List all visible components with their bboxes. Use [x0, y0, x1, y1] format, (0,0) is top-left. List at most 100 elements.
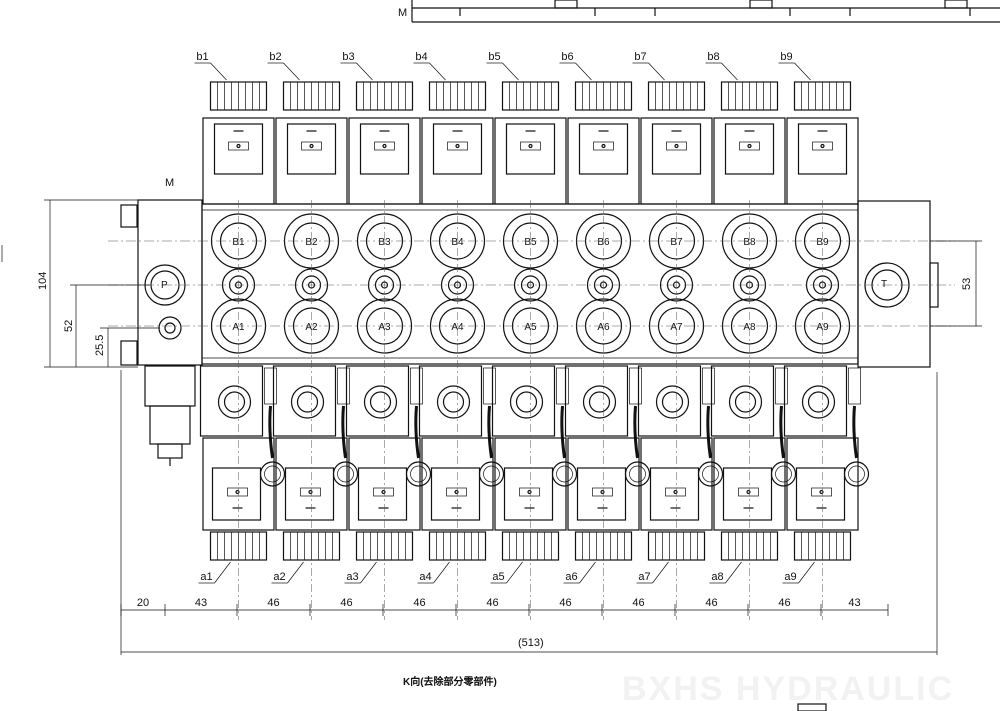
lever-rod-7 — [706, 405, 712, 459]
top-coil-pin — [309, 143, 314, 149]
top-coil-pin — [455, 143, 460, 149]
lever-bracket-8 — [775, 367, 788, 405]
manual-port-outer-6 — [582, 385, 617, 419]
top-m-label: M — [398, 7, 407, 19]
lever-knob-inner-2 — [337, 465, 354, 483]
top-coil-pin — [747, 143, 752, 149]
bottom-port-label-3: A3 — [378, 322, 391, 333]
inlet-plug-bottom — [120, 340, 138, 366]
leader-b-6 — [575, 62, 592, 81]
manual-port-outer-9 — [801, 385, 836, 419]
label-b-1: b1 — [196, 51, 208, 63]
bottom-coil-housing-8 — [713, 437, 786, 531]
dim-chain-value-10: 43 — [848, 597, 860, 609]
leader-b-3 — [356, 62, 373, 81]
leader-a-2 — [287, 561, 304, 584]
bottom-coil-face-1 — [211, 467, 262, 521]
top-coil-pins — [374, 141, 395, 151]
dim-chain-value-1: 43 — [195, 597, 207, 609]
dim-chain-value-3: 46 — [340, 597, 352, 609]
bottom-coil-face-9 — [795, 467, 846, 521]
lever-knob-inner-3 — [410, 465, 427, 483]
top-coil-face-6 — [578, 123, 629, 175]
valve-sections: B1A1b1a1B2A2b2a2B3A3b3a3B4A4b4a4B5A5b5a5… — [108, 51, 955, 620]
label-a-3: a3 — [346, 571, 358, 583]
leader-b-1 — [210, 62, 227, 81]
lever-bracket-6 — [629, 367, 642, 405]
bottom-coil-housing-7 — [640, 437, 713, 531]
lever-bracket-9 — [848, 367, 861, 405]
manual-block-8 — [710, 365, 775, 437]
manual-block-3 — [345, 365, 410, 437]
dim-chain-value-0: 20 — [137, 597, 149, 609]
dim-chain-value-4: 46 — [413, 597, 425, 609]
label-a-8: a8 — [711, 571, 723, 583]
bottom-port-label-8: A8 — [743, 322, 756, 333]
top-port-label-2: B2 — [305, 237, 318, 248]
bottom-coil-face-2 — [284, 467, 335, 521]
schematic-valve-0 — [554, 0, 578, 9]
bottom-coil-pins — [592, 487, 613, 497]
bottom-coil-pin — [527, 489, 532, 495]
leader-b-5 — [502, 62, 519, 81]
manual-port-inner-1 — [223, 391, 246, 413]
leader-a-5 — [506, 561, 523, 584]
m-port-inner — [164, 322, 176, 334]
dim-chain-value-8: 46 — [705, 597, 717, 609]
top-port-label-7: B7 — [670, 237, 683, 248]
bottom-coil-housing-2 — [275, 437, 348, 531]
leader-a-9 — [798, 561, 815, 584]
dim-chain-value-5: 46 — [486, 597, 498, 609]
manual-port-outer-1 — [217, 385, 252, 419]
bottom-coil-face-6 — [576, 467, 627, 521]
dim-chain-value-2: 46 — [267, 597, 279, 609]
dim-chain-value-6: 46 — [559, 597, 571, 609]
lever-knob-inner-1 — [264, 465, 281, 483]
bottom-port-label-7: A7 — [670, 322, 683, 333]
top-coil-pins — [666, 141, 687, 151]
relief-valve-cap — [149, 405, 191, 445]
outlet-block — [857, 200, 931, 368]
leader-a-8 — [725, 561, 742, 584]
label-b-7: b7 — [634, 51, 646, 63]
leader-b-4 — [429, 62, 446, 81]
relief-valve-nut — [157, 443, 183, 459]
bottom-coil-pin — [746, 489, 751, 495]
manual-port-inner-6 — [588, 391, 611, 413]
bottom-coil-face-3 — [357, 467, 408, 521]
top-coil-pins — [739, 141, 760, 151]
top-coil-face-8 — [724, 123, 775, 175]
label-a-9: a9 — [784, 571, 796, 583]
label-a-4: a4 — [419, 571, 431, 583]
dim-chain-value-9: 46 — [778, 597, 790, 609]
lever-rod-1 — [268, 405, 274, 459]
leader-a-6 — [579, 561, 596, 584]
m-port-outer — [158, 316, 182, 340]
bottom-coil-pins — [373, 487, 394, 497]
lever-bracket-1 — [264, 367, 277, 405]
label-a-7: a7 — [638, 571, 650, 583]
top-coil-pin — [820, 143, 825, 149]
leader-b-8 — [721, 62, 738, 81]
dim-p-height: 52 — [63, 320, 75, 332]
lever-bracket-3 — [410, 367, 423, 405]
top-coil-pins — [447, 141, 468, 151]
label-a-2: a2 — [273, 571, 285, 583]
dim-total-width: (513) — [518, 637, 544, 649]
bottom-coil-pin — [235, 489, 240, 495]
top-port-label-3: B3 — [378, 237, 391, 248]
top-coil-pins — [301, 141, 322, 151]
lever-knob-8 — [770, 461, 797, 487]
manual-port-inner-5 — [515, 391, 538, 413]
top-port-label-5: B5 — [524, 237, 537, 248]
lever-rod-9 — [852, 405, 858, 459]
bottom-coil-pins — [811, 487, 832, 497]
bottom-port-label-6: A6 — [597, 322, 610, 333]
top-coil-pin — [528, 143, 533, 149]
bottom-coil-pin — [673, 489, 678, 495]
manual-block-1 — [199, 365, 264, 437]
